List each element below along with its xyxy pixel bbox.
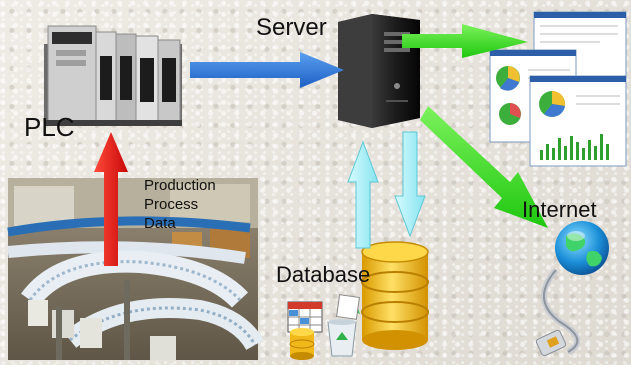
spreadsheet-icon xyxy=(287,301,323,360)
production-label-line: Data xyxy=(144,215,176,232)
plc-rack-icon xyxy=(44,25,182,126)
plc-label: PLC xyxy=(24,112,75,142)
database-cylinder-icon xyxy=(361,241,429,350)
production-process-data-label: Production Process Data xyxy=(144,176,216,233)
production-label-line: Process xyxy=(144,196,199,213)
database-to-server-arrow xyxy=(347,140,379,249)
server-to-reports-arrow xyxy=(402,24,528,58)
production-label-line: Production xyxy=(144,177,216,194)
database-label: Database xyxy=(276,262,371,287)
production-data-arrow xyxy=(94,132,128,266)
server-tower-icon xyxy=(338,14,420,128)
internet-label: Internet xyxy=(522,197,597,222)
network-cable-icon xyxy=(535,268,581,357)
server-to-database-arrow xyxy=(394,131,426,238)
factory-conveyor-photo xyxy=(7,178,264,360)
server-to-internet-arrow xyxy=(420,106,548,228)
globe-icon xyxy=(555,221,609,275)
report-screenshots-icon xyxy=(489,11,627,167)
recycle-bin-icon xyxy=(327,294,360,357)
server-label: Server xyxy=(256,14,327,41)
plc-to-server-arrow xyxy=(190,52,344,88)
